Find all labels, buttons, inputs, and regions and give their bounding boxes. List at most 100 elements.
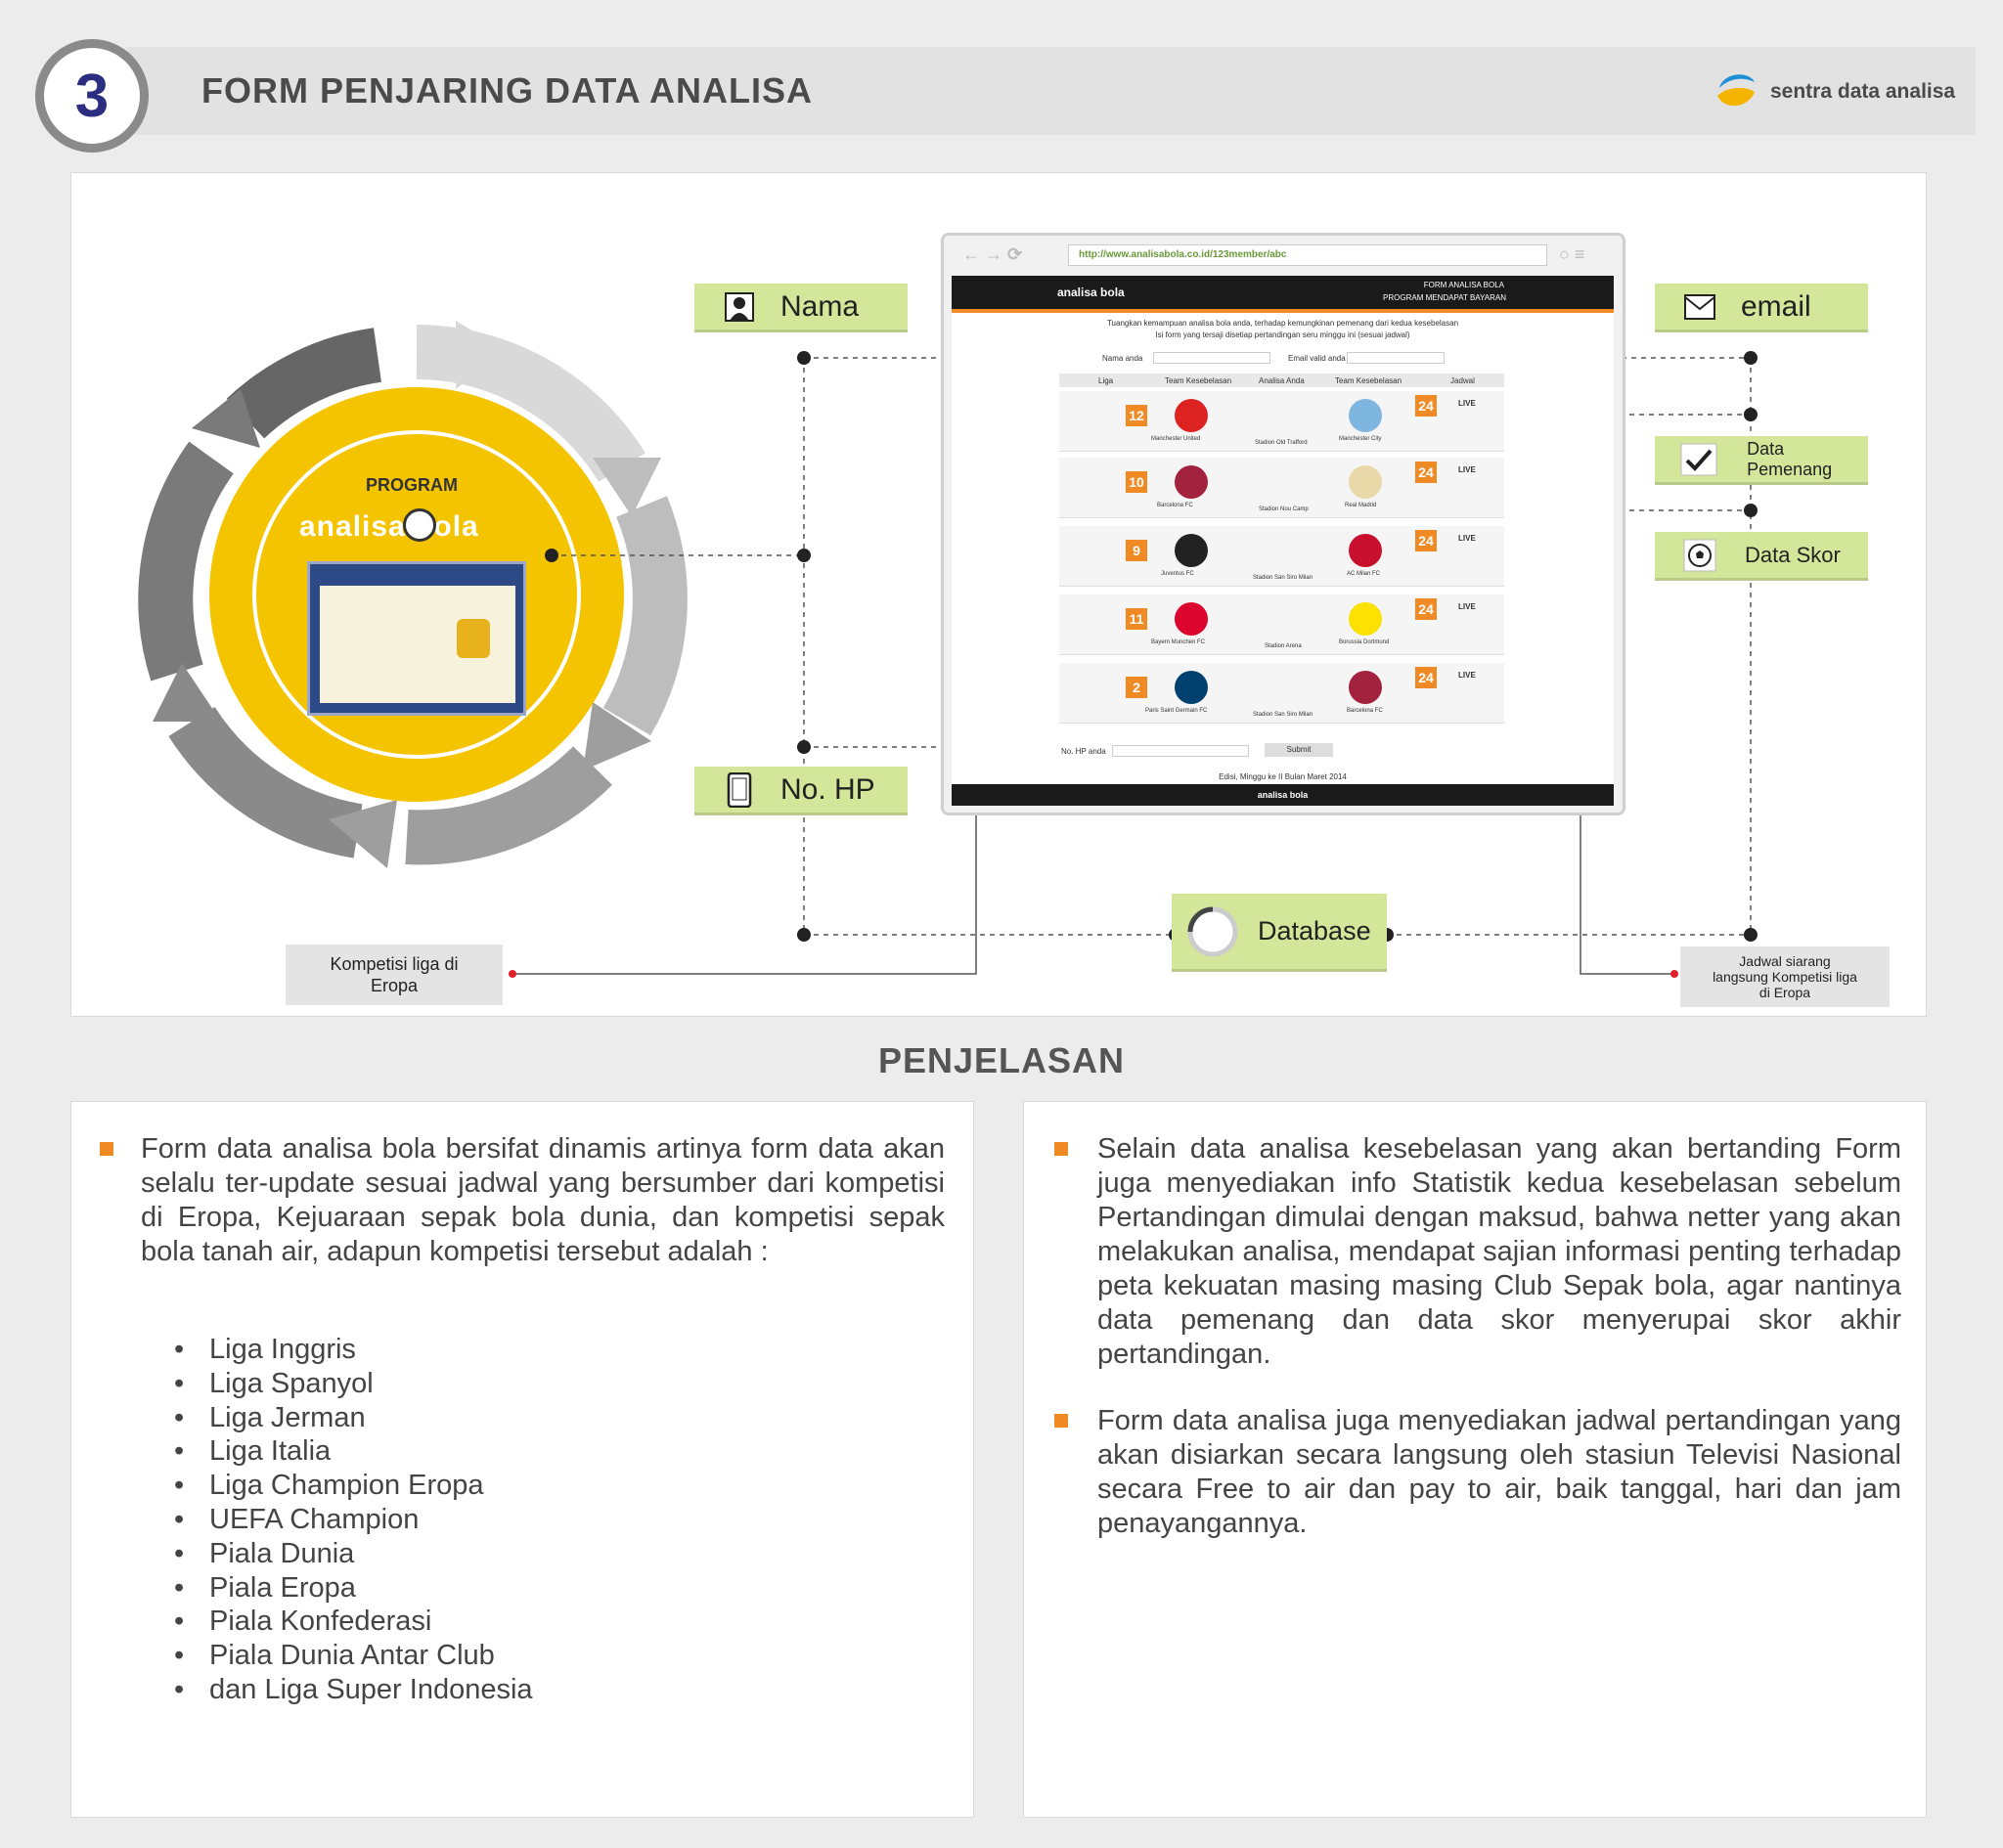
match-day: 24 (1415, 598, 1437, 620)
program-ring-inner (252, 430, 581, 759)
match-number: 2 (1126, 677, 1147, 698)
bullet-icon (1054, 1414, 1068, 1428)
team-crest-icon (1175, 602, 1208, 636)
jadwal-box: Jadwal siarang langsung Kompetisi liga d… (1680, 946, 1890, 1007)
submit-button[interactable]: Submit (1265, 743, 1333, 757)
away-team: AC Milan FC (1347, 571, 1381, 577)
table-row: 11 Bayern Munchen FC Stadion Arena Borus… (1059, 594, 1504, 655)
match-day: 24 (1415, 667, 1437, 688)
match-number: 10 (1126, 471, 1147, 493)
column-analisa: Analisa Anda (1259, 376, 1305, 385)
site-footer: analisa bola (952, 784, 1614, 806)
site-header: analisa bola FORM ANALISA BOLA PROGRAM M… (952, 276, 1614, 309)
away-team: Borussia Dortmund (1339, 639, 1390, 645)
venue: Stadion Nou Camp (1259, 506, 1309, 512)
bullet-icon (1054, 1142, 1068, 1156)
live-label: LIVE (1458, 602, 1476, 611)
home-team: Bayern Munchen FC (1151, 639, 1206, 645)
edition-text: Edisi, Minggu ke II Bulan Maret 2014 (1219, 772, 1347, 781)
page-title: FORM PENJARING DATA ANALISA (201, 70, 813, 110)
email-field-label: Email valid anda (1288, 354, 1346, 363)
venue: Stadion San Siro Milan (1253, 575, 1313, 581)
tag-data-pemenang-label: Data Pemenang (1747, 438, 1833, 479)
column-team-away: Team Kesebelasan (1335, 376, 1402, 385)
soccer-ball-icon (1680, 536, 1719, 575)
user-icon (720, 287, 759, 327)
live-label: LIVE (1458, 399, 1476, 408)
list-item: Liga Jerman (174, 1401, 533, 1435)
right-text-panel (1023, 1101, 1927, 1818)
team-crest-icon (1349, 671, 1382, 704)
site-accent-line (952, 309, 1614, 313)
brand-logo-icon (1717, 74, 1755, 107)
site-intro-1: Tuangkan kemampuan analisa bola anda, te… (1106, 319, 1459, 328)
tag-no-hp-label: No. HP (780, 772, 875, 806)
match-number: 12 (1126, 405, 1147, 426)
home-team: Paris Saint Germain FC (1145, 708, 1208, 714)
step-number: 3 (35, 39, 149, 153)
nama-input[interactable] (1153, 352, 1270, 364)
live-label: LIVE (1458, 534, 1476, 543)
right-paragraph-1: Selain data analisa kesebelasan yang aka… (1097, 1133, 1901, 1370)
list-item: Piala Eropa (174, 1571, 533, 1606)
checkmark-icon (1680, 440, 1717, 479)
team-crest-icon (1175, 534, 1208, 567)
section-title: PENJELASAN (877, 1040, 1126, 1080)
right-paragraph-2: Form data analisa juga menyediakan jadwa… (1097, 1405, 1901, 1539)
phone-icon (720, 770, 759, 810)
team-crest-icon (1175, 671, 1208, 704)
table-row: 9 Juventus FC Stadion San Siro Milan AC … (1059, 526, 1504, 587)
site-logo: analisa bola (1057, 286, 1125, 299)
match-number: 9 (1126, 540, 1147, 561)
team-crest-icon (1349, 465, 1382, 499)
hp-input[interactable] (1112, 745, 1249, 757)
nama-field-label: Nama anda (1102, 354, 1143, 363)
tag-data-skor: Data Skor (1655, 532, 1868, 581)
team-crest-icon (1175, 465, 1208, 499)
site-title-2: PROGRAM MENDAPAT BAYARAN (1383, 293, 1506, 302)
match-day: 24 (1415, 462, 1437, 483)
envelope-icon (1680, 287, 1719, 327)
footer-logo: analisa bola (1257, 790, 1309, 800)
browser-nav-icons: ← → ⟳ (962, 244, 1023, 264)
away-team: Barcelona FC (1347, 708, 1383, 714)
away-team: Manchester City (1339, 436, 1382, 442)
analisa-bola-site: analisa bola FORM ANALISA BOLA PROGRAM M… (952, 276, 1614, 806)
tag-database: Database (1172, 894, 1387, 972)
tag-nama: Nama (694, 284, 908, 332)
away-team: Real Madrid (1345, 503, 1377, 508)
program-screenshot (307, 561, 526, 716)
tag-data-pemenang: Data Pemenang (1655, 436, 1868, 485)
tag-email: email (1655, 284, 1868, 332)
team-crest-icon (1349, 534, 1382, 567)
email-input[interactable] (1347, 352, 1445, 364)
program-label: PROGRAM (366, 475, 458, 495)
browser-menu-icon[interactable]: ○ ≡ (1559, 244, 1585, 264)
live-label: LIVE (1458, 465, 1476, 474)
bullet-icon (100, 1142, 113, 1156)
table-row: 12 Manchester United Stadion Old Traffor… (1059, 391, 1504, 452)
list-item: Liga Champion Eropa (174, 1469, 533, 1503)
address-bar[interactable]: http://www.analisabola.co.id/123member/a… (1068, 244, 1547, 266)
list-item: Piala Konfederasi (174, 1605, 533, 1639)
tag-nama-label: Nama (780, 289, 860, 323)
match-number: 11 (1126, 608, 1147, 630)
list-item: Liga Spanyol (174, 1367, 533, 1401)
venue: Stadion Arena (1265, 643, 1302, 649)
header-band (127, 47, 1976, 135)
site-intro-2: Isi form yang tersaji disetiap pertandin… (1155, 330, 1410, 339)
list-item: dan Liga Super Indonesia (174, 1673, 533, 1707)
home-team: Manchester United (1151, 436, 1201, 442)
site-title-1: FORM ANALISA BOLA (1423, 281, 1504, 289)
tag-no-hp: No. HP (694, 767, 908, 815)
tag-email-label: email (1741, 289, 1811, 323)
tag-data-skor-label: Data Skor (1745, 542, 1841, 567)
team-crest-icon (1349, 399, 1382, 432)
competition-list: Liga Inggris Liga Spanyol Liga Jerman Li… (174, 1333, 533, 1707)
list-item: Liga Italia (174, 1434, 533, 1469)
table-row: 10 Barcelona FC Stadion Nou Camp Real Ma… (1059, 458, 1504, 518)
program-logo: analisa bola (299, 510, 479, 543)
hp-field-label: No. HP anda (1061, 747, 1106, 756)
match-day: 24 (1415, 530, 1437, 551)
loading-ring-icon (1185, 904, 1240, 959)
